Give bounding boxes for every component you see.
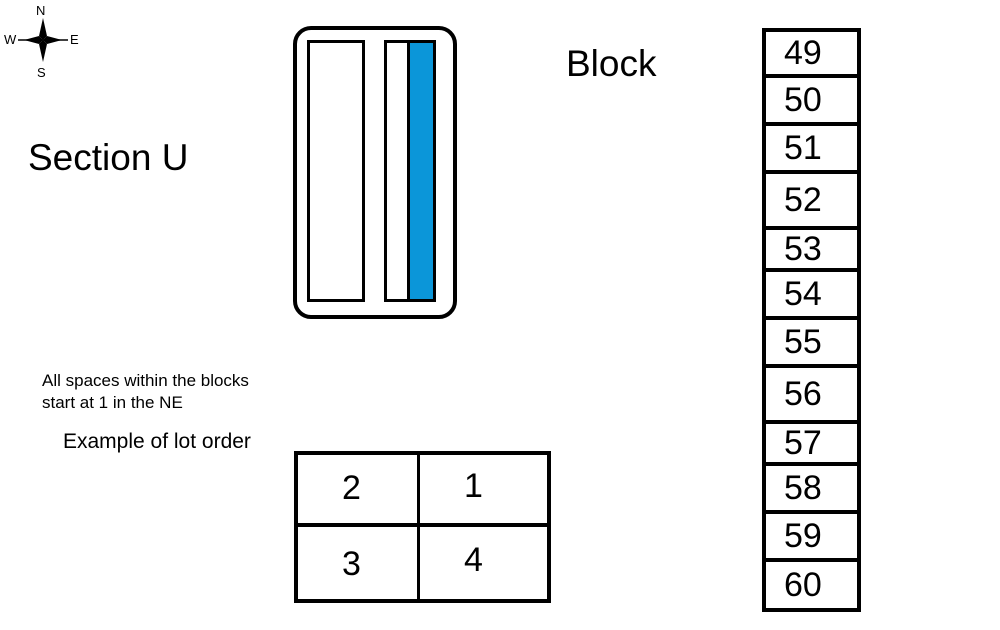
block-row-51: 51	[766, 122, 857, 170]
grid-line-bottom	[294, 599, 551, 603]
block-number: 58	[784, 468, 822, 507]
grid-line-left	[294, 451, 298, 603]
plot-outline	[293, 26, 457, 319]
block-number: 55	[784, 322, 822, 361]
lot-number-top-left: 2	[342, 469, 361, 507]
note-line-1: All spaces within the blocks	[42, 371, 249, 390]
note-line-2: start at 1 in the NE	[42, 393, 183, 412]
block-row-49: 49	[766, 28, 857, 74]
block-row-53: 53	[766, 226, 857, 268]
block-number: 51	[784, 128, 822, 167]
compass-west-label: W	[4, 32, 17, 47]
compass-star-icon	[18, 18, 68, 62]
block-row-50: 50	[766, 74, 857, 122]
block-row-58: 58	[766, 462, 857, 510]
block-row-54: 54	[766, 268, 857, 316]
block-number: 59	[784, 516, 822, 555]
compass-north-label: N	[36, 3, 46, 18]
plot-strip-west	[307, 40, 365, 302]
block-row-56: 56	[766, 364, 857, 420]
grid-line-right	[547, 451, 551, 603]
highlighted-row	[410, 43, 433, 299]
lot-order-example-title: Example of lot order	[63, 430, 251, 453]
grid-line-top	[294, 451, 551, 455]
compass-rose: N S W E	[0, 0, 90, 85]
block-row-52: 52	[766, 170, 857, 226]
block-number: 50	[784, 80, 822, 119]
block-row-57: 57	[766, 420, 857, 462]
block-title: Block	[566, 43, 657, 84]
block-number: 52	[784, 180, 822, 219]
block-row-55: 55	[766, 316, 857, 364]
grid-line-middle	[294, 523, 551, 527]
block-row-60: 60	[766, 558, 857, 612]
lot-number-top-right: 1	[464, 467, 483, 505]
lot-numbering-note: All spaces within the blocks start at 1 …	[42, 370, 302, 414]
compass-south-label: S	[37, 65, 46, 80]
block-number: 53	[784, 229, 822, 268]
block-list: 49 50 51 52 53 54 55 56 57 58 59 60	[762, 28, 861, 612]
section-label: Section U	[28, 137, 189, 178]
block-number: 56	[784, 374, 822, 413]
block-row-59: 59	[766, 510, 857, 558]
compass-east-label: E	[70, 32, 79, 47]
block-number: 60	[784, 565, 822, 604]
grid-line-center	[417, 451, 420, 603]
block-number: 49	[784, 33, 822, 72]
lot-order-grid: 2 1 3 4	[294, 451, 551, 603]
strip-divider	[407, 43, 410, 299]
block-number: 57	[784, 423, 822, 462]
block-number: 54	[784, 274, 822, 313]
lot-number-bottom-right: 4	[464, 541, 483, 579]
lot-number-bottom-left: 3	[342, 545, 361, 583]
